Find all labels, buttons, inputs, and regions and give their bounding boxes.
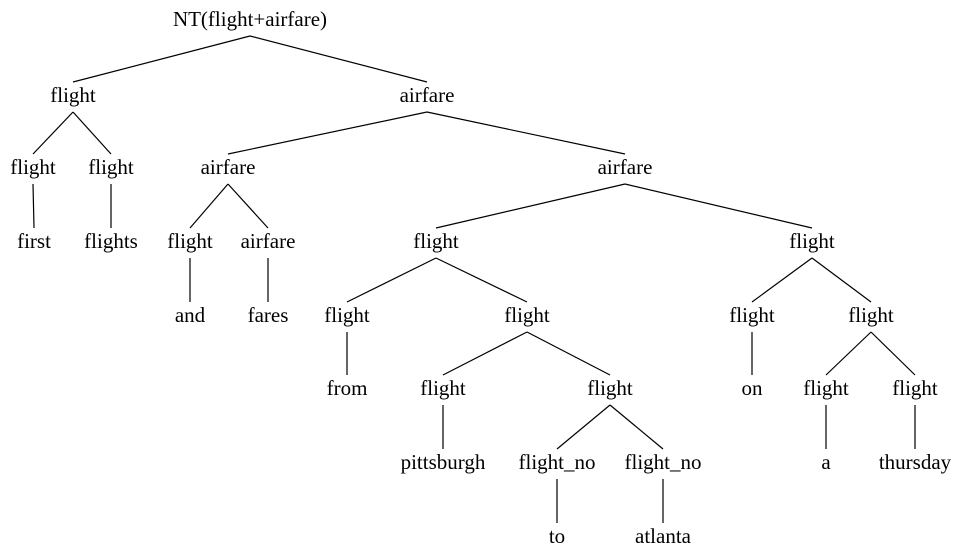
tree-edge xyxy=(189,183,229,229)
tree-edge xyxy=(751,257,813,303)
tree-edge xyxy=(249,35,428,83)
node-label-flight: flight xyxy=(789,229,835,253)
leaf-word-to: to xyxy=(549,524,565,548)
tree-edge xyxy=(442,331,528,376)
tree-edge xyxy=(32,183,35,229)
tree-edge xyxy=(526,331,611,376)
node-label-flight: flight xyxy=(88,155,134,179)
node-label-airfare: airfare xyxy=(241,229,296,253)
node-label-flight: flight xyxy=(848,303,894,327)
node-label-flight-no: flight_no xyxy=(625,450,702,474)
tree-edge xyxy=(227,111,428,155)
node-label-flight: flight xyxy=(892,376,938,400)
node-label-flight: flight xyxy=(167,229,213,253)
leaf-word-and: and xyxy=(175,303,206,327)
leaf-word-pittsburgh: pittsburgh xyxy=(401,450,486,474)
node-label-flight: flight xyxy=(413,229,459,253)
node-label-flight: flight xyxy=(803,376,849,400)
tree-edge xyxy=(426,111,626,155)
node-label-flight-no: flight_no xyxy=(519,450,596,474)
leaf-word-flights: flights xyxy=(84,229,138,253)
leaf-word-a: a xyxy=(821,450,831,474)
tree-edge xyxy=(556,404,611,450)
tree-edge xyxy=(72,111,112,155)
tree-edge xyxy=(435,183,626,229)
leaf-word-from: from xyxy=(327,376,368,400)
leaf-word-thursday: thursday xyxy=(879,450,952,474)
node-label-flight: flight xyxy=(50,83,96,107)
tree-edge xyxy=(72,35,251,83)
node-label-airfare: airfare xyxy=(400,83,455,107)
node-label-flight: flight xyxy=(324,303,370,327)
leaf-word-atlanta: atlanta xyxy=(635,524,692,548)
leaf-word-first: first xyxy=(17,229,51,253)
node-label-nt-flight-airfare: NT(flight+airfare) xyxy=(173,7,327,31)
node-label-flight: flight xyxy=(420,376,466,400)
leaf-word-fares: fares xyxy=(248,303,289,327)
tree-edge xyxy=(435,257,528,303)
tree-edge xyxy=(32,111,74,155)
tree-edges xyxy=(32,35,916,523)
tree-edge xyxy=(870,331,916,376)
tree-edge xyxy=(624,183,813,229)
tree-edge xyxy=(609,404,664,450)
node-label-airfare: airfare xyxy=(598,155,653,179)
tree-edge xyxy=(811,257,872,303)
leaf-word-on: on xyxy=(742,376,764,400)
tree-nodes: NT(flight+airfare) flight flight first fligh… xyxy=(10,7,951,548)
tree-edge xyxy=(825,331,872,376)
node-label-flight: flight xyxy=(504,303,550,327)
node-label-flight: flight xyxy=(10,155,56,179)
node-label-flight: flight xyxy=(587,376,633,400)
node-label-airfare: airfare xyxy=(201,155,256,179)
node-label-flight: flight xyxy=(729,303,775,327)
tree-edge xyxy=(346,257,437,303)
tree-edge xyxy=(227,183,269,229)
